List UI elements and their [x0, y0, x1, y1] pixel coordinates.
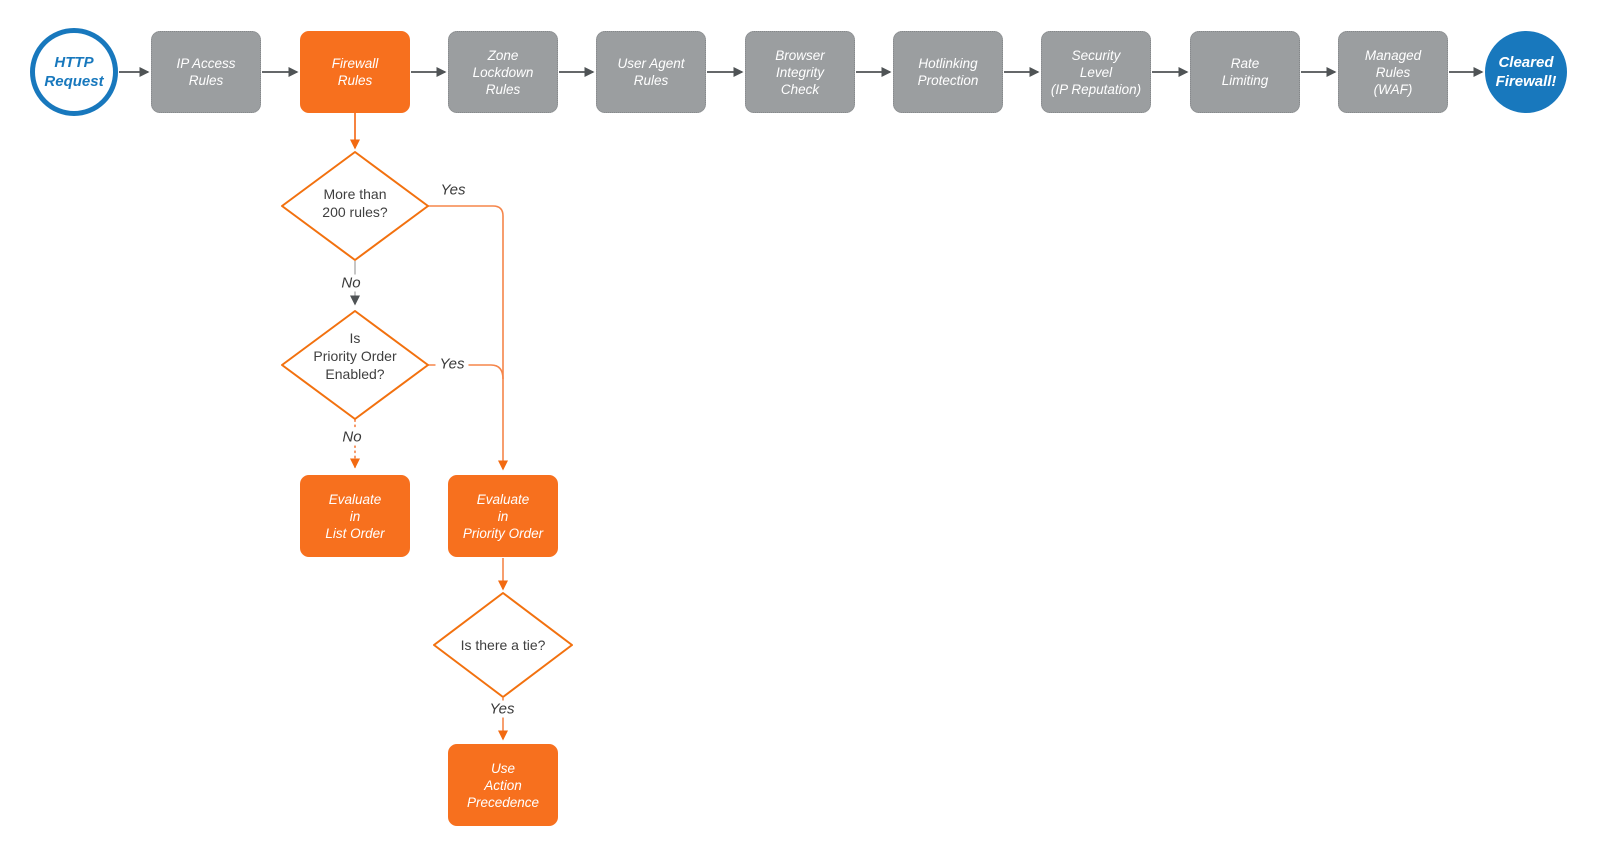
- pipeline-step-label: Zone Lockdown Rules: [472, 47, 534, 97]
- start-node-http-request: HTTP Request: [30, 28, 118, 116]
- pipeline-step-hotlinking-protection: Hotlinking Protection: [893, 31, 1003, 113]
- edge-label-yes-tie: Yes: [485, 700, 519, 718]
- pipeline-step-firewall-rules: Firewall Rules: [300, 31, 410, 113]
- pipeline-step-label: Managed Rules (WAF): [1364, 47, 1422, 97]
- pipeline-step-label: Firewall Rules: [331, 56, 379, 88]
- action-label: Evaluate in List Order: [325, 491, 385, 541]
- pipeline-step-label: User Agent Rules: [617, 56, 685, 88]
- edge-decision1-yes: [428, 205, 508, 471]
- pipeline-step-ip-access-rules: IP Access Rules: [151, 31, 261, 113]
- pipeline-step-user-agent-rules: User Agent Rules: [596, 31, 706, 113]
- edge-decision2-yes: [428, 364, 504, 380]
- decision-more-than-200-rules-shape: [281, 151, 429, 261]
- pipeline-step-browser-integrity-check: Browser Integrity Check: [745, 31, 855, 113]
- action-label: Use Action Precedence: [466, 760, 540, 810]
- action-label: Evaluate in Priority Order: [462, 491, 544, 541]
- pipeline-step-rate-limiting: Rate Limiting: [1190, 31, 1300, 113]
- end-node-label: Cleared Firewall!: [1495, 54, 1557, 90]
- decision-priority-order-enabled-shape: [281, 310, 429, 420]
- end-node-cleared-firewall: Cleared Firewall!: [1485, 31, 1567, 113]
- start-node-label: HTTP Request: [44, 54, 104, 90]
- pipeline-step-label: Browser Integrity Check: [775, 47, 825, 97]
- edge-label-yes-priority-enabled: Yes: [435, 355, 469, 373]
- edge-label-no-more-than-200: No: [337, 274, 365, 292]
- pipeline-step-label: IP Access Rules: [176, 56, 236, 88]
- action-evaluate-in-list-order: Evaluate in List Order: [300, 475, 410, 557]
- pipeline-step-label: Hotlinking Protection: [917, 56, 979, 88]
- decision-is-there-a-tie-label: Is there a tie?: [460, 637, 546, 653]
- edge-label-no-priority-enabled: No: [338, 428, 366, 446]
- decision-is-there-a-tie-shape: [433, 592, 573, 698]
- pipeline-step-security-level: Security Level (IP Reputation): [1041, 31, 1151, 113]
- pipeline-step-zone-lockdown-rules: Zone Lockdown Rules: [448, 31, 558, 113]
- decision-more-than-200-rules-label: More than 200 rules?: [322, 186, 388, 220]
- action-evaluate-in-priority-order: Evaluate in Priority Order: [448, 475, 558, 557]
- pipeline-step-label: Rate Limiting: [1221, 56, 1269, 88]
- pipeline-step-managed-rules-waf: Managed Rules (WAF): [1338, 31, 1448, 113]
- action-use-action-precedence: Use Action Precedence: [448, 744, 558, 826]
- pipeline-step-label: Security Level (IP Reputation): [1050, 47, 1142, 97]
- decision-priority-order-enabled-label: Is Priority Order Enabled?: [313, 330, 397, 382]
- edge-label-yes-more-than-200: Yes: [436, 181, 470, 199]
